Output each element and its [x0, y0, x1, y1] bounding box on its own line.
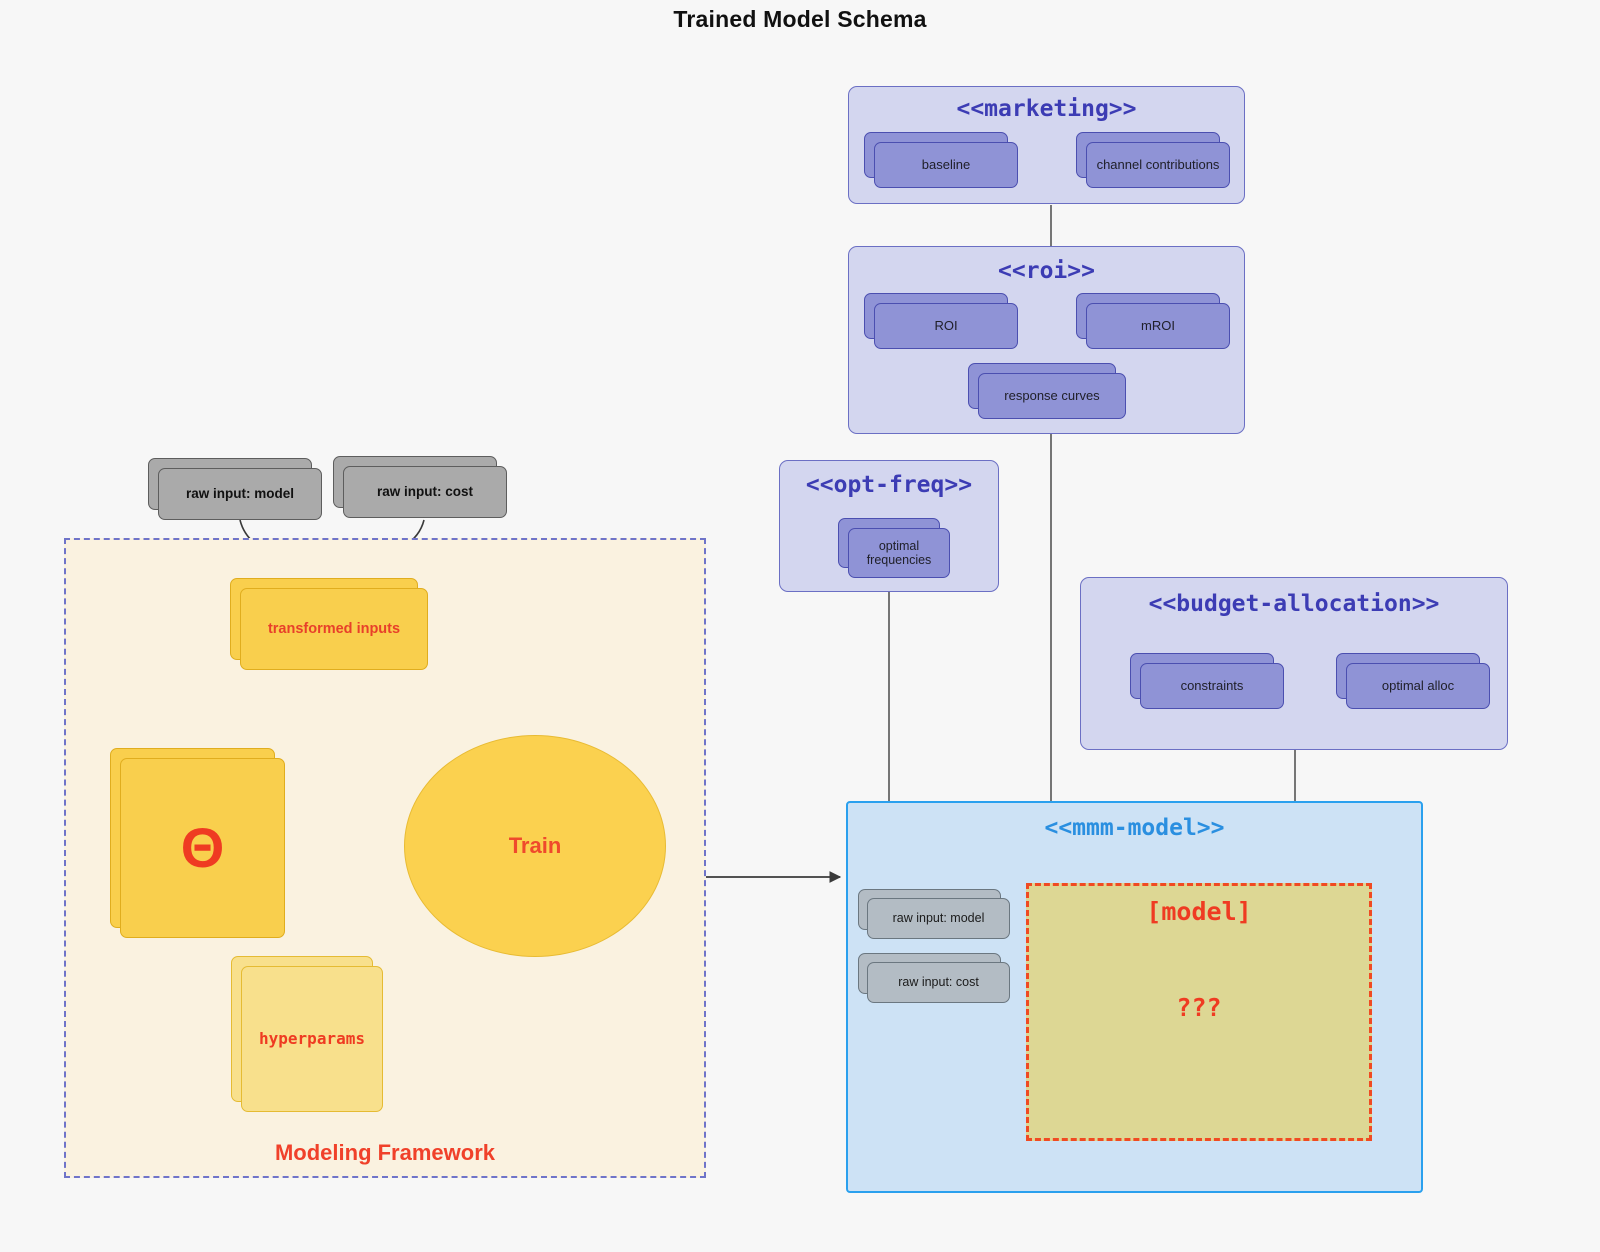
node-channel-contributions-label: channel contributions — [1096, 156, 1220, 172]
package-roi-title: <<roi>> — [998, 258, 1095, 284]
node-optimal-frequencies[interactable]: optimal frequencies — [838, 518, 950, 578]
mmm-raw-input-model-card[interactable]: raw input: model — [858, 889, 1010, 939]
node-mroi-label: mROI — [1141, 317, 1175, 333]
package-mmm-model-title: <<mmm-model>> — [1044, 815, 1225, 841]
card-front: channel contributions — [1086, 142, 1230, 188]
transformed-inputs-card[interactable]: transformed inputs — [230, 578, 428, 670]
card-front: optimal frequencies — [848, 528, 950, 578]
card-front: mROI — [1086, 303, 1230, 349]
node-mroi[interactable]: mROI — [1076, 293, 1230, 349]
theta-glyph: Θ — [180, 816, 225, 879]
mmm-raw-input-model-label: raw input: model — [892, 911, 985, 926]
card-front: Θ — [120, 758, 285, 938]
model-placeholder-box — [1026, 883, 1372, 1141]
train-ellipse[interactable]: Train — [404, 735, 666, 957]
raw-input-model-label: raw input: model — [186, 486, 294, 502]
mmm-raw-input-cost-card[interactable]: raw input: cost — [858, 953, 1010, 1003]
node-baseline[interactable]: baseline — [864, 132, 1018, 188]
card-front: constraints — [1140, 663, 1284, 709]
package-opt-freq-title: <<opt-freq>> — [805, 472, 973, 498]
train-label: Train — [508, 833, 562, 858]
card-front: raw input: cost — [867, 962, 1010, 1003]
node-channel-contributions[interactable]: channel contributions — [1076, 132, 1230, 188]
theta-card[interactable]: Θ — [110, 748, 285, 938]
hyperparams-label: hyperparams — [259, 1028, 365, 1048]
page-title: Trained Model Schema — [673, 6, 927, 32]
card-front: ROI — [874, 303, 1018, 349]
card-front: optimal alloc — [1346, 663, 1490, 709]
modeling-framework-label: Modeling Framework — [274, 1140, 496, 1165]
raw-input-cost-label: raw input: cost — [376, 484, 473, 500]
transformed-inputs-label: transformed inputs — [267, 620, 401, 637]
node-constraints-label: constraints — [1180, 677, 1244, 693]
model-placeholder-label: [model] — [1146, 897, 1252, 926]
model-unknown-label: ??? — [1176, 993, 1222, 1022]
node-response-curves-label: response curves — [1004, 387, 1100, 403]
node-response-curves[interactable]: response curves — [968, 363, 1126, 419]
package-budget-allocation-title: <<budget-allocation>> — [1148, 591, 1440, 617]
node-optimal-alloc-label: optimal alloc — [1381, 677, 1455, 693]
node-roi-label: ROI — [934, 317, 958, 333]
node-optimal-alloc[interactable]: optimal alloc — [1336, 653, 1490, 709]
raw-input-cost-card[interactable]: raw input: cost — [333, 456, 507, 518]
node-roi[interactable]: ROI — [864, 293, 1018, 349]
card-front: raw input: model — [867, 898, 1010, 939]
card-front: hyperparams — [241, 966, 383, 1112]
node-constraints[interactable]: constraints — [1130, 653, 1284, 709]
card-front: baseline — [874, 142, 1018, 188]
mmm-raw-input-cost-label: raw input: cost — [898, 975, 979, 990]
card-front: transformed inputs — [240, 588, 428, 670]
card-front: response curves — [978, 373, 1126, 419]
raw-input-model-card[interactable]: raw input: model — [148, 458, 322, 520]
hyperparams-card[interactable]: hyperparams — [231, 956, 383, 1112]
card-front: raw input: model — [158, 468, 322, 520]
node-optimal-frequencies-label: optimal frequencies — [866, 538, 932, 567]
card-front: raw input: cost — [343, 466, 507, 518]
node-baseline-label: baseline — [921, 156, 971, 172]
package-marketing-title: <<marketing>> — [956, 96, 1137, 122]
